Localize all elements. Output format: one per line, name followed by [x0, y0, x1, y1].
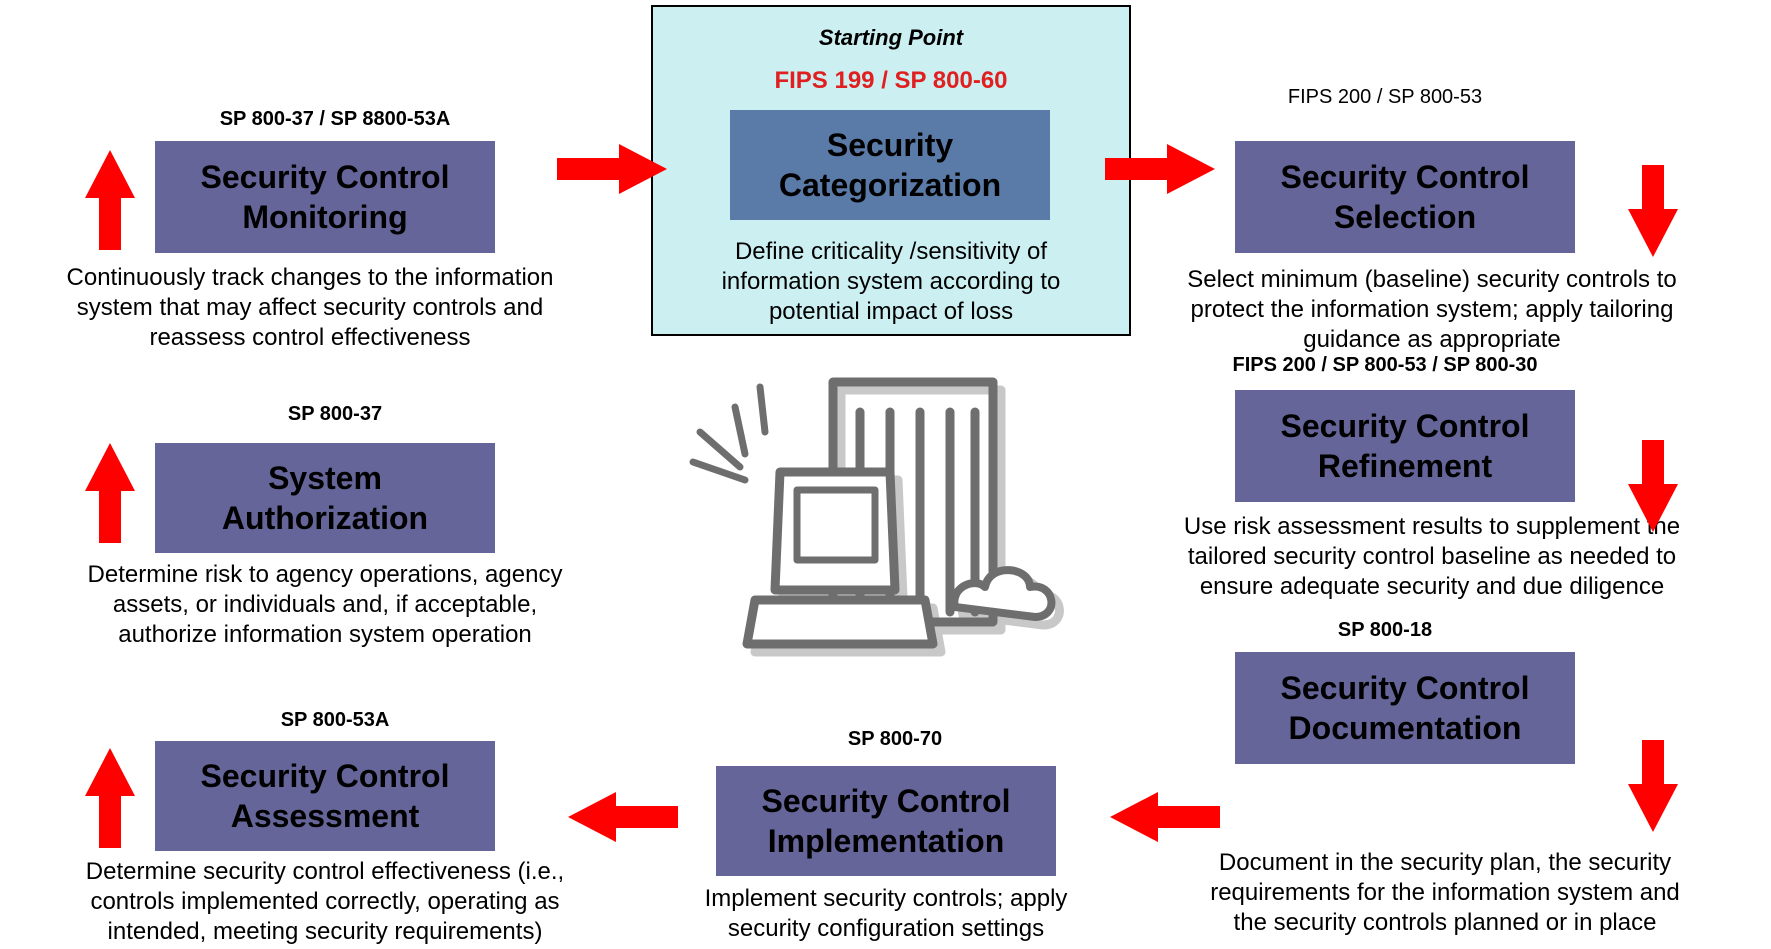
desc-line: ensure adequate security and due diligen… [1199, 573, 1665, 600]
monitoring-reference: SP 800-37 / SP 8800-53A [219, 108, 451, 130]
box-title-line2: Authorization [221, 500, 429, 536]
box-title-line1: Security [826, 127, 954, 163]
desc-line: Determine risk to agency operations, age… [87, 561, 563, 588]
box-title-line2: Categorization [778, 167, 1002, 203]
security-categorization-box[interactable]: Security Categorization [730, 110, 1050, 220]
authorization-reference: SP 800-37 [287, 403, 383, 425]
computer-with-cloud-icon [689, 377, 1064, 657]
box-title-line2: Assessment [230, 798, 420, 834]
box-title-line1: Security Control [1280, 670, 1530, 706]
desc-line: Determine security control effectiveness… [85, 858, 565, 885]
authorization-description: Determine risk to agency operations, age… [15, 560, 635, 650]
starting-point-panel: Starting Point FIPS 199 / SP 800-60 Secu… [651, 5, 1131, 336]
documentation-reference: SP 800-18 [1337, 619, 1433, 641]
security-control-refinement-box[interactable]: Security Control Refinement [1235, 390, 1575, 502]
arrow-right-icon [1105, 144, 1215, 194]
box-title-line1: Security Control [1280, 408, 1530, 444]
desc-line: Continuously track changes to the inform… [66, 264, 554, 291]
security-control-selection-box[interactable]: Security Control Selection [1235, 141, 1575, 253]
security-control-monitoring-box[interactable]: Security Control Monitoring [155, 141, 495, 253]
documentation-description: Document in the security plan, the secur… [1135, 848, 1755, 938]
desc-line: protect the information system; apply ta… [1190, 296, 1674, 323]
desc-line: potential impact of loss [768, 298, 1014, 325]
refinement-reference: FIPS 200 / SP 800-53 / SP 800-30 [1232, 354, 1538, 376]
arrow-down-icon [1628, 440, 1678, 532]
box-title-line1: Security Control [200, 758, 450, 794]
box-title-line1: Security Control [761, 783, 1011, 819]
categorization-reference: FIPS 199 / SP 800-60 [774, 67, 1008, 94]
security-control-documentation-box[interactable]: Security Control Documentation [1235, 652, 1575, 764]
box-title-line1: System [268, 460, 382, 496]
desc-line: reassess control effectiveness [149, 324, 471, 351]
desc-line: security configuration settings [727, 915, 1045, 942]
desc-line: Define criticality /sensitivity of [734, 238, 1048, 265]
arrow-left-icon [568, 792, 678, 842]
desc-line: system that may affect security controls… [76, 294, 544, 321]
implementation-description: Implement security controls; apply secur… [656, 884, 1116, 944]
desc-line: authorize information system operation [118, 621, 532, 648]
system-authorization-box[interactable]: System Authorization [155, 443, 495, 553]
arrow-right-icon [557, 144, 667, 194]
selection-description: Select minimum (baseline) security contr… [1122, 265, 1742, 355]
security-control-assessment-box[interactable]: Security Control Assessment [155, 741, 495, 851]
arrow-up-icon [85, 443, 135, 543]
desc-line: intended, meeting security requirements) [107, 918, 543, 945]
box-title-line2: Refinement [1317, 448, 1493, 484]
desc-line: Select minimum (baseline) security contr… [1187, 266, 1677, 293]
desc-line: Document in the security plan, the secur… [1218, 849, 1672, 876]
assessment-reference: SP 800-53A [280, 709, 390, 731]
box-title-line2: Implementation [767, 823, 1005, 859]
categorization-description: Define criticality /sensitivity of infor… [653, 237, 1129, 327]
assessment-description: Determine security control effectiveness… [15, 857, 635, 947]
desc-line: guidance as appropriate [1303, 326, 1561, 353]
arrow-up-icon [85, 748, 135, 848]
box-title-line2: Selection [1333, 199, 1477, 235]
desc-line: requirements for the information system … [1210, 879, 1680, 906]
security-control-implementation-box[interactable]: Security Control Implementation [716, 766, 1056, 876]
arrow-up-icon [85, 150, 135, 250]
desc-line: controls implemented correctly, operatin… [90, 888, 560, 915]
desc-line: Implement security controls; apply [704, 885, 1068, 912]
starting-point-label: Starting Point [818, 25, 964, 50]
desc-line: tailored security control baseline as ne… [1187, 543, 1677, 570]
refinement-description: Use risk assessment results to supplemen… [1112, 512, 1752, 602]
box-title-line1: Security Control [1280, 159, 1530, 195]
desc-line: information system according to [721, 268, 1061, 295]
arrow-down-icon [1628, 740, 1678, 832]
desc-line: Use risk assessment results to supplemen… [1183, 513, 1681, 540]
arrow-left-icon [1110, 792, 1220, 842]
box-title-line2: Documentation [1288, 710, 1522, 746]
monitoring-description: Continuously track changes to the inform… [0, 263, 620, 353]
implementation-reference: SP 800-70 [847, 728, 943, 750]
desc-line: the security controls planned or in plac… [1233, 909, 1657, 936]
arrow-down-icon [1628, 165, 1678, 257]
desc-line: assets, or individuals and, if acceptabl… [112, 591, 538, 618]
box-title-line2: Monitoring [242, 199, 408, 235]
box-title-line1: Security Control [200, 159, 450, 195]
selection-reference: FIPS 200 / SP 800-53 [1287, 86, 1483, 108]
